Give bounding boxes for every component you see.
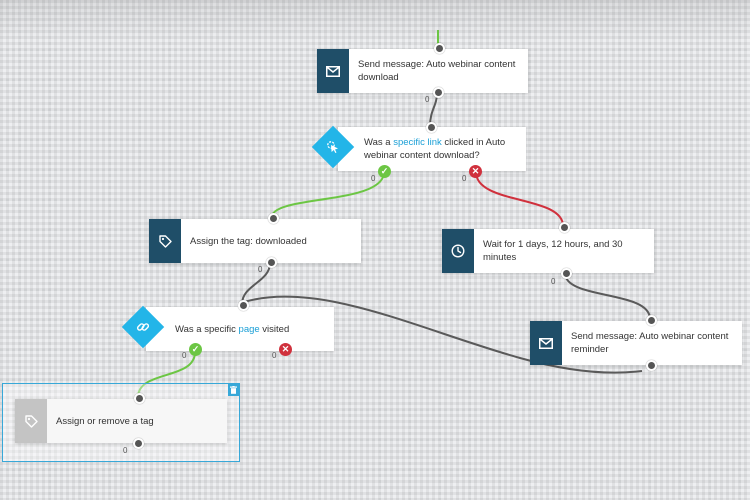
envelope-icon (539, 337, 553, 349)
tag-icon (158, 234, 172, 248)
assign-remove-tag-node[interactable]: Assign or remove a tag (15, 399, 227, 443)
no-branch-count: 0 (462, 174, 467, 183)
assign-tag-tile (149, 219, 181, 263)
node-count: 0 (425, 95, 430, 104)
send-message-tile (530, 321, 562, 365)
condition-link-node[interactable]: Was a specific link clicked in Auto webi… (338, 127, 526, 171)
link-icon (136, 323, 150, 331)
input-port[interactable] (268, 213, 279, 224)
assign-tag-text: Assign the tag: downloaded (190, 235, 307, 247)
trash-icon (230, 386, 237, 394)
yes-branch-check-icon[interactable]: ✓ (378, 165, 391, 178)
envelope-icon (326, 65, 340, 77)
send-message-node-1[interactable]: Send message: Auto webinar content downl… (317, 49, 528, 93)
wait-tile (442, 229, 474, 273)
wait-node[interactable]: Wait for 1 days, 12 hours, and 30 minute… (442, 229, 654, 273)
node-count: 0 (258, 265, 263, 274)
no-branch-count: 0 (272, 351, 277, 360)
node-count: 0 (123, 446, 128, 455)
wait-text: Wait for 1 days, 12 hours, and 30 minute… (483, 239, 623, 263)
tag-icon (24, 414, 38, 428)
node-count: 0 (551, 277, 556, 286)
send-message-tile (317, 49, 349, 93)
cursor-click-icon (327, 141, 338, 153)
send-message-text: Send message: Auto webinar content downl… (358, 59, 516, 83)
condition-link-diamond (311, 125, 355, 169)
no-branch-x-icon[interactable]: ✕ (469, 165, 482, 178)
assign-remove-tag-text: Assign or remove a tag (56, 415, 154, 427)
output-port[interactable] (561, 268, 572, 279)
condition-page-text: Was a specific page visited (175, 323, 290, 335)
wire-no-to-wait (475, 171, 564, 227)
output-port[interactable] (133, 438, 144, 449)
wire-page-condition-to-send2 (243, 295, 643, 374)
page-link[interactable]: page (238, 323, 260, 335)
send-message-node-2[interactable]: Send message: Auto webinar content remin… (530, 321, 742, 365)
output-port[interactable] (433, 87, 444, 98)
wire-yes-to-assign-tag (271, 171, 385, 218)
specific-link-link[interactable]: specific link (393, 137, 442, 148)
output-port[interactable] (266, 257, 277, 268)
clock-icon (451, 244, 465, 258)
yes-branch-count: 0 (182, 351, 187, 360)
assign-remove-tag-tile (15, 399, 47, 443)
yes-branch-check-icon[interactable]: ✓ (189, 343, 202, 356)
input-port[interactable] (559, 222, 570, 233)
wire-wait-to-send2 (564, 272, 651, 320)
yes-branch-count: 0 (371, 174, 376, 183)
condition-page-diamond (121, 305, 165, 349)
input-port[interactable] (434, 43, 445, 54)
condition-page-node[interactable]: Was a specific page visited (146, 307, 334, 351)
input-port[interactable] (426, 122, 437, 133)
wire-page-yes-to-assign-remove (137, 351, 196, 397)
condition-link-text: Was a specific link clicked in Auto webi… (364, 137, 506, 161)
input-port[interactable] (134, 393, 145, 404)
input-port[interactable] (646, 315, 657, 326)
assign-tag-node[interactable]: Assign the tag: downloaded (149, 219, 361, 263)
delete-button[interactable] (228, 384, 239, 396)
no-branch-x-icon[interactable]: ✕ (279, 343, 292, 356)
input-port[interactable] (238, 300, 249, 311)
output-port[interactable] (646, 360, 657, 371)
send-message-text: Send message: Auto webinar content remin… (571, 331, 729, 355)
